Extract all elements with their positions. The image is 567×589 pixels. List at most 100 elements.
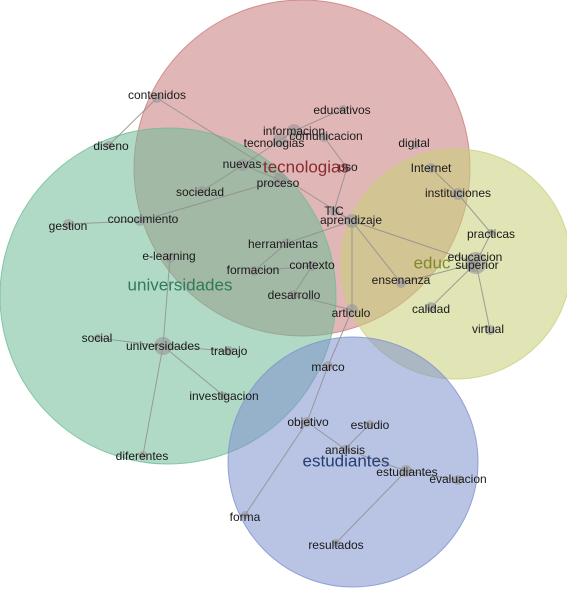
edge-formacion-contexto [253,265,313,272]
term-node-forma [241,511,249,519]
term-node-diferentes [139,451,147,459]
term-node-instituciones [452,188,464,200]
term-node-estudio [366,420,374,428]
edge-comunicacion-uso [323,136,348,169]
term-label-instituciones: instituciones [425,186,491,200]
term-label-contexto: contexto [289,258,335,272]
term-label-nuevas: nuevas [223,157,262,171]
term-node-contenidos [152,93,162,103]
term-label-diseno: diseno [93,139,129,153]
term-node-informacion [287,124,301,138]
cluster-circle-educacion [340,148,567,380]
term-label-practicas: practicas [467,227,515,241]
term-label-gestion: gestion [49,219,88,233]
edge-uso-tic [333,167,348,212]
term-node-herramientas [282,238,292,248]
term-label-herramientas: herramientas [248,237,318,251]
term-label-universidades_t: universidades [126,339,200,353]
edge-objetivo-analisis [306,421,346,450]
term-node-contexto [307,261,317,271]
edge-estudiantes_t-resultados [335,470,407,544]
edge-aprendizaje-ensenanza [351,220,402,284]
term-label-informacion: informacion [263,124,325,138]
term-label-tecnologias_t: tecnologias [244,136,305,150]
term-node-gestion [63,219,73,229]
edge-educacion_t-virtual [475,262,491,331]
edge-instituciones-practicas [457,193,492,234]
term-label-investigacion: investigacion [189,389,258,403]
edge-social-universidades_t [97,337,164,347]
term-label-resultados: resultados [308,538,363,552]
term-label-educativos: educativos [313,103,370,117]
edge-nuevas-sociedad [201,164,244,192]
term-node-desarrollo [288,290,298,300]
term-label-formacion: formacion [227,263,280,277]
edge-contenidos-diseno [108,97,158,146]
term-label-calidad: calidad [412,302,450,316]
term-node-virtual [485,325,495,335]
term-label-marco: marco [311,360,345,374]
term-node-resultados [332,539,340,547]
term-label-social: social [82,331,113,345]
node-layer [63,93,495,547]
term-label-sociedad: sociedad [176,185,224,199]
term-label-conocimiento: conocimiento [108,212,179,226]
edge-universidades_t-investigacion [162,345,225,397]
term-node-aprendizaje [345,214,359,228]
term-node-uso [343,164,351,172]
term-label-layer: contenidosdisenoeducativosinformaciontec… [49,88,515,552]
term-node-nuevas [237,159,249,171]
edge-universidades_t-elearning [162,257,171,347]
term-node-tecnologias_t [273,133,287,147]
term-node-diseno [105,141,113,149]
edge-contexto-desarrollo [292,265,313,296]
edge-analisis-estudiantes_t [344,448,407,472]
edge-objetivo-forma [244,421,308,516]
term-label-digital: digital [398,136,429,150]
term-label-analisis: analisis [325,443,365,457]
term-node-conocimiento [135,216,145,226]
term-label-uso: uso [338,160,358,174]
edge-universidades_t-trabajo [162,345,230,352]
term-node-superior [468,260,480,272]
edge-aprendizaje-educacion_t [351,220,477,264]
cluster-circle-universidades [0,127,337,465]
term-node-universidades_t [154,337,172,355]
edge-marco-objetivo [306,365,329,423]
term-node-tic [329,206,339,216]
term-label-internet: Internet [411,161,452,175]
term-label-articulo: articulo [332,306,371,320]
term-label-virtual: virtual [472,322,504,336]
edge-contenidos-aprendizaje [156,97,353,222]
term-node-articulo [346,304,358,316]
term-label-ensenanza: ensenanza [372,273,431,287]
term-label-contenidos: contenidos [128,88,186,102]
term-label-evaluacion: evaluacion [429,472,486,486]
edge-herramientas-formacion [253,242,288,272]
edge-aprendizaje-herramientas [286,220,353,244]
term-label-diferentes: diferentes [116,449,169,463]
edge-internet-instituciones [430,167,459,195]
term-label-forma: forma [230,510,261,524]
edge-articulo-marco [327,309,353,367]
edge-desarrollo-articulo [292,294,353,311]
term-label-elearning: e-learning [142,249,195,263]
term-label-estudio: estudio [351,418,390,432]
term-node-analisis [341,445,349,453]
cluster-circle-estudiantes [227,336,479,588]
term-node-estudiantes_t [400,465,412,477]
term-node-marco [323,361,333,371]
edge-informacion-educativos [293,108,344,132]
term-node-internet [426,163,436,173]
cluster-label-estudiantes: estudiantes [303,451,390,470]
term-label-estudiantes_t: estudiantes [376,465,437,479]
term-label-tic: TIC [324,204,344,218]
term-label-superior: superior [455,258,498,272]
term-label-trabajo: trabajo [211,344,248,358]
term-label-aprendizaje: aprendizaje [320,213,382,227]
term-node-objetivo [302,417,312,427]
cluster-label-tecnologias: tecnologias [263,157,349,176]
edge-layer [67,97,492,544]
